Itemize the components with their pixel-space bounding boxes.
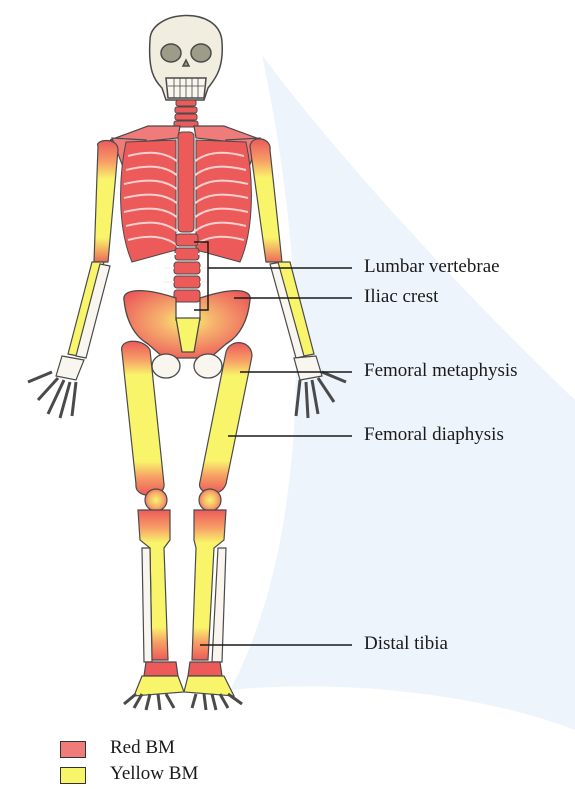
label-lumbar-vertebrae: Lumbar vertebrae bbox=[364, 256, 500, 278]
legend-swatch-red bbox=[60, 741, 86, 758]
label-iliac-crest: Iliac crest bbox=[364, 286, 438, 308]
legend-label-red: Red BM bbox=[110, 737, 175, 759]
legend-swatch-yellow bbox=[60, 767, 86, 784]
left-arm bbox=[28, 141, 118, 419]
left-leg bbox=[122, 341, 184, 710]
watermark-shape bbox=[230, 55, 575, 730]
label-femoral-metaphysis: Femoral metaphysis bbox=[364, 360, 518, 382]
label-femoral-diaphysis: Femoral diaphysis bbox=[364, 424, 504, 446]
left-foot bbox=[124, 676, 184, 710]
cervical-spine bbox=[174, 100, 198, 127]
skull bbox=[150, 15, 223, 100]
left-hand bbox=[28, 356, 84, 418]
legend-label-yellow: Yellow BM bbox=[110, 763, 198, 785]
label-distal-tibia: Distal tibia bbox=[364, 633, 448, 655]
right-leg bbox=[184, 343, 252, 710]
right-foot bbox=[184, 676, 242, 710]
